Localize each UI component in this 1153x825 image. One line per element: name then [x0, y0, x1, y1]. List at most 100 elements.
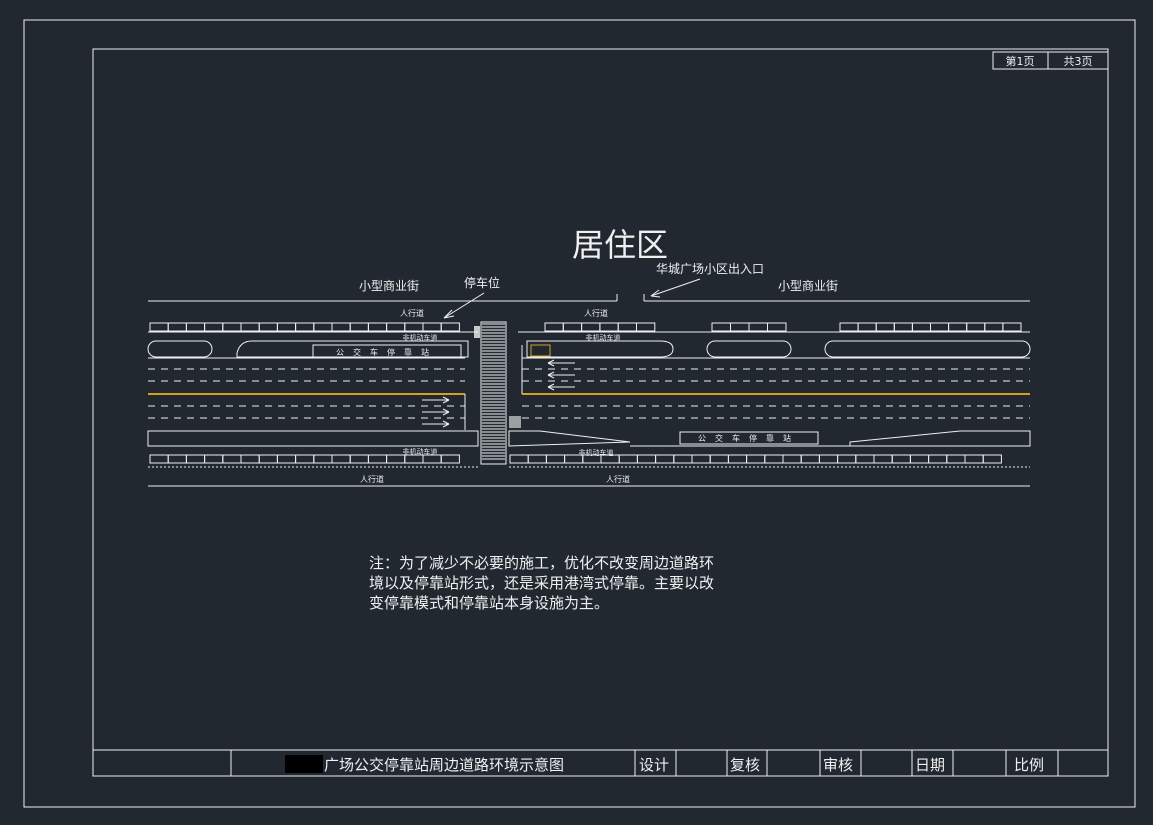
tree-box — [149, 322, 169, 332]
tree-box — [837, 454, 857, 464]
tree-box — [782, 454, 802, 464]
tree-box — [222, 322, 242, 332]
tree-box — [946, 454, 966, 464]
tree-box — [276, 322, 297, 332]
nonmotor-bottom-right-label: 非机动车道 — [579, 448, 614, 457]
tree-box — [711, 322, 731, 332]
note-line-2: 境以及停靠站形式，还是采用港湾式停靠。主要以改 — [369, 574, 714, 592]
tree-box — [167, 454, 187, 464]
tree-box — [204, 322, 224, 332]
tree-box — [386, 322, 406, 332]
tree-box — [748, 322, 768, 332]
tree-box — [240, 454, 260, 464]
inner-frame — [92, 48, 1109, 777]
exit-arrow — [650, 278, 701, 298]
tree-box — [422, 454, 442, 464]
tree-box — [167, 322, 187, 332]
tree-box — [258, 454, 278, 464]
redacted-box — [285, 755, 323, 773]
sidewalk-bottom-left-label: 人行道 — [360, 474, 384, 484]
crossing-sign-bottom — [509, 416, 521, 428]
page-indicator: 第1页 共3页 — [992, 51, 1109, 70]
tree-box — [691, 454, 711, 464]
svg-text:公交车停靠站: 公交车停靠站 — [698, 433, 800, 443]
title-block: 广场公交停靠站周边道路环境示意图 设计 复核 审核 日期 比例 — [93, 749, 1108, 776]
tree-box — [767, 322, 787, 332]
tree-box — [349, 454, 369, 464]
parking-label: 停车位 — [464, 275, 500, 290]
svg-text:公交车停靠站: 公交车停靠站 — [336, 347, 438, 357]
building-line-top — [148, 294, 1030, 302]
right-street-label: 小型商业街 — [778, 278, 838, 293]
note-line-1: 注：为了减少不必要的施工，优化不改变周边道路环 — [369, 554, 714, 572]
nonmotor-top-left-label: 非机动车道 — [403, 333, 438, 342]
review-label: 复核 — [730, 756, 760, 774]
tree-box — [673, 454, 693, 464]
left-street-label: 小型商业街 — [359, 278, 419, 293]
tree-box — [581, 322, 601, 332]
tree-box — [404, 322, 424, 332]
tree-box — [386, 454, 406, 464]
tree-box — [331, 322, 351, 332]
tree-box — [440, 322, 460, 332]
tree-box — [562, 322, 583, 332]
greenbelt-bottom — [147, 430, 1031, 447]
note-line-3: 变停靠模式和停靠站本身设施为主。 — [369, 594, 609, 612]
scale-label: 比例 — [1014, 756, 1044, 774]
tree-box — [911, 322, 932, 332]
tree-box — [404, 454, 424, 464]
design-label: 设计 — [639, 756, 669, 774]
lanes — [148, 345, 1030, 430]
tree-box — [655, 454, 675, 464]
tree-box — [509, 454, 529, 464]
drawing-title: 广场公交停靠站周边道路环境示意图 — [324, 756, 564, 774]
greenbelt-top — [147, 340, 1031, 358]
tree-box — [295, 322, 315, 332]
tree-box — [800, 454, 820, 464]
tree-box — [764, 454, 784, 464]
tree-box — [313, 454, 333, 464]
tree-box — [930, 322, 950, 332]
tree-box — [893, 322, 913, 332]
tree-box — [855, 454, 875, 464]
tree-box — [599, 322, 619, 332]
zebra-crossing — [480, 321, 507, 465]
tree-box — [349, 322, 369, 332]
tree-box — [709, 454, 729, 464]
tree-box — [185, 322, 206, 332]
zone-title: 居住区 — [572, 226, 668, 264]
tree-box — [984, 322, 1004, 332]
bus-stop-bottom: 公交车停靠站 — [679, 431, 819, 445]
crossing-sign-top — [474, 326, 480, 338]
audit-label: 审核 — [823, 756, 853, 774]
tree-box — [258, 322, 278, 332]
tree-box — [422, 322, 442, 332]
tree-box — [875, 322, 895, 332]
sidewalk-top-left-label: 人行道 — [400, 308, 424, 318]
tree-box — [545, 454, 566, 464]
tree-box — [618, 454, 638, 464]
sidewalk-top-right-label: 人行道 — [584, 308, 608, 318]
nonmotor-bottom-left-label: 非机动车道 — [403, 447, 438, 456]
tree-box — [857, 322, 877, 332]
tree-box — [617, 322, 638, 332]
arrows-left-lanes — [547, 359, 575, 391]
note-block: 注：为了减少不必要的施工，优化不改变周边道路环 境以及停靠站形式，还是采用港湾式… — [369, 554, 714, 612]
tree-box — [367, 454, 388, 464]
exit-label: 华城广场小区出入口 — [656, 262, 764, 276]
crosshatch-marker — [530, 344, 551, 357]
tree-box — [295, 454, 315, 464]
tree-box — [964, 454, 984, 464]
tree-box — [367, 322, 388, 332]
tree-box — [222, 454, 242, 464]
tree-box — [1002, 322, 1022, 332]
nonmotor-top-right-label: 非机动车道 — [586, 333, 621, 342]
tree-box — [440, 454, 460, 464]
tree-box — [204, 454, 224, 464]
tree-box — [982, 454, 1002, 464]
tree-box — [240, 322, 260, 332]
page-total: 共3页 — [1064, 55, 1093, 68]
tree-box — [149, 454, 169, 464]
tree-box — [966, 322, 986, 332]
